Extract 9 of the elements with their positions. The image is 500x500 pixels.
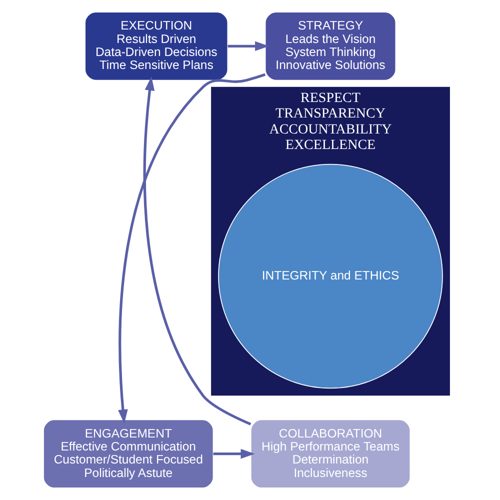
arrow xyxy=(213,448,255,459)
node-box: ENGAGEMENT Effective Communication Customer/Student Focused Politically Astute xyxy=(43,419,214,488)
arrow xyxy=(143,76,252,426)
arrow xyxy=(228,41,270,52)
node-box: EXECUTION Results Driven Data-Driven Decisions Time Sensitive Plans xyxy=(84,12,228,81)
node-box: STRATEGY Leads the Vision System Thinking Innovative Solutions xyxy=(264,12,396,81)
arrow xyxy=(118,73,266,424)
node-box: COLLABORATION High Performance Teams Determination Inclusiveness xyxy=(250,419,411,488)
node-circle: INTEGRITY and ETHICS xyxy=(218,164,443,389)
